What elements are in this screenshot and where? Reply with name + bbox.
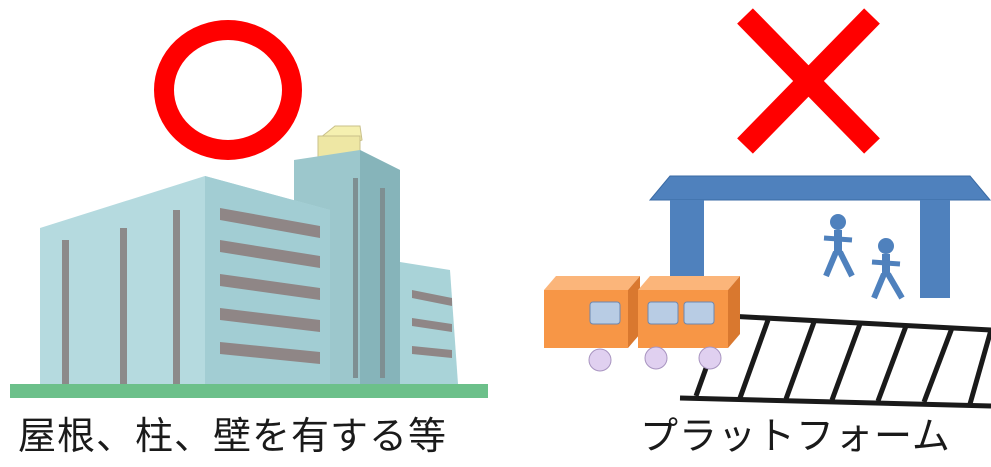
allowed-caption: 屋根、柱、壁を有する等 (18, 414, 448, 458)
excluded-caption: プラットフォーム (640, 414, 951, 458)
person-icon (871, 238, 905, 300)
person-icon (823, 214, 855, 278)
allowed-panel: 屋根、柱、壁を有する等 (10, 20, 488, 458)
platform-illustration (544, 8, 991, 409)
cross-mark-icon (737, 8, 880, 154)
building-illustration (10, 20, 488, 398)
circle-mark-icon (154, 20, 302, 160)
excluded-panel: プラットフォーム (500, 0, 991, 467)
train-illustration (544, 276, 740, 372)
